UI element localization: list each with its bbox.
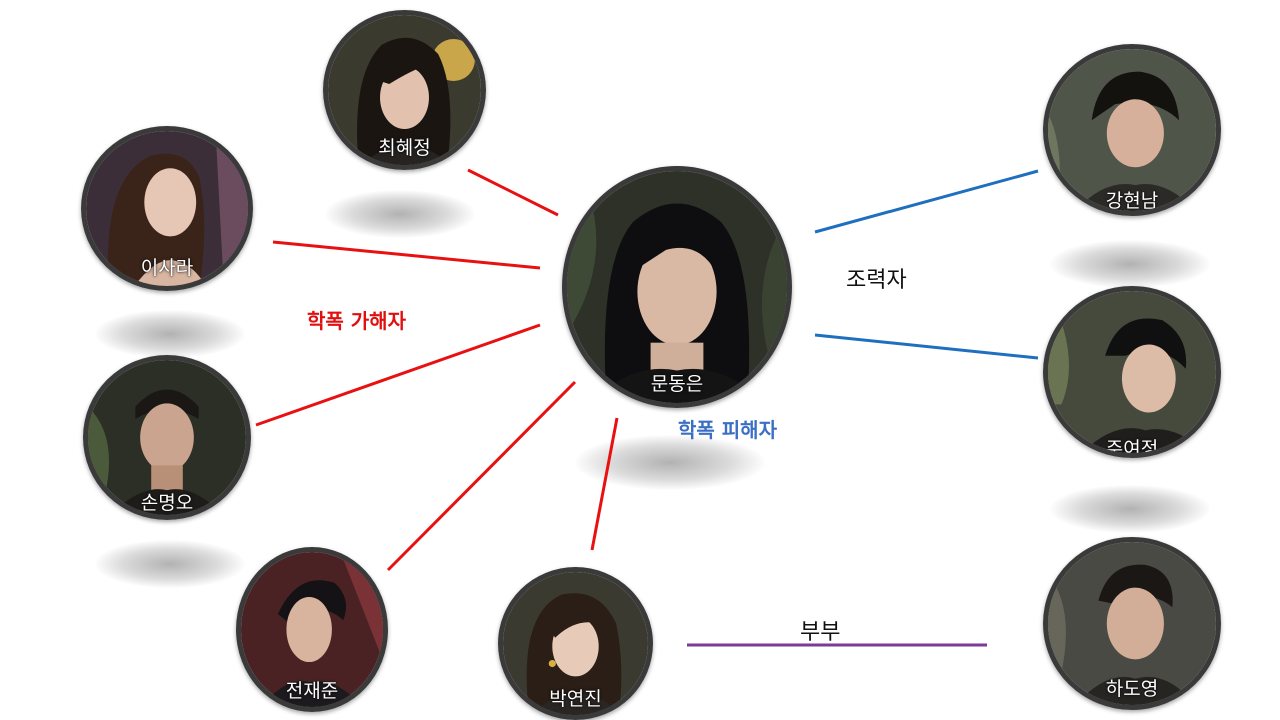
node-kang[interactable]: 강현남 — [1043, 44, 1221, 216]
node-choi[interactable]: 최혜정 — [323, 10, 486, 170]
node-ha[interactable]: 하도영 — [1043, 537, 1221, 710]
node-joo[interactable]: 주여정 — [1043, 286, 1221, 458]
line-son-center — [256, 325, 540, 425]
node-label-kang: 강현남 — [1048, 190, 1216, 212]
node-jeon[interactable]: 전재준 — [236, 547, 388, 712]
node-label-ha: 하도영 — [1048, 678, 1216, 700]
node-lee[interactable]: 이사라 — [81, 126, 253, 291]
node-label-park: 박연진 — [503, 688, 648, 710]
node-label-son: 손명오 — [88, 492, 246, 514]
portrait-image — [567, 171, 787, 403]
helper-label: 조력자 — [846, 262, 907, 294]
node-label-jeon: 전재준 — [241, 680, 383, 702]
spouse-label: 부부 — [800, 614, 840, 646]
line-lee-center — [273, 242, 540, 268]
victim-label: 학폭 피해자 — [678, 414, 777, 443]
line-jeon-center — [388, 382, 575, 570]
node-label-center: 문동은 — [567, 373, 787, 395]
node-center[interactable]: 문동은 — [562, 166, 792, 408]
line-choi-center — [468, 170, 558, 215]
node-park[interactable]: 박연진 — [498, 567, 653, 720]
line-kang-center — [815, 171, 1038, 232]
node-son[interactable]: 손명오 — [83, 355, 251, 520]
line-joo-center — [815, 335, 1038, 358]
node-label-choi: 최혜정 — [328, 137, 481, 159]
portrait-image — [1048, 291, 1216, 453]
bully-label: 학폭 가해자 — [307, 305, 406, 334]
line-park-center — [592, 418, 617, 550]
portrait-image — [1048, 49, 1216, 211]
node-label-lee: 이사라 — [86, 257, 248, 279]
